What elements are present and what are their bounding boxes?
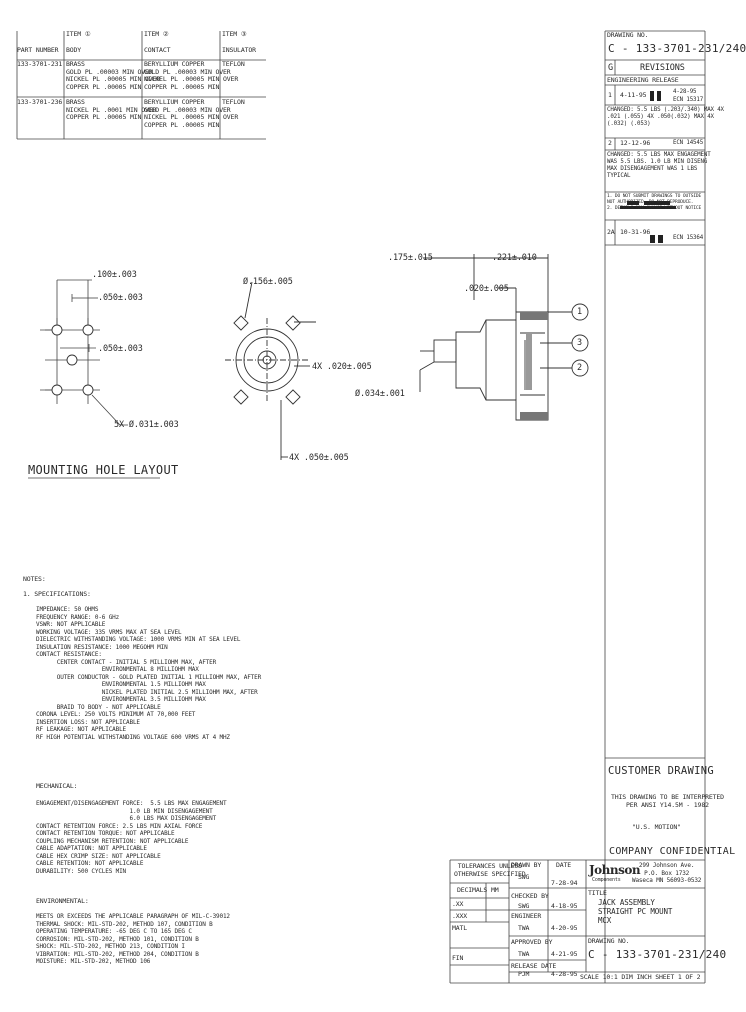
header-insulator: INSULATOR [222, 46, 256, 54]
rev2-note: 1. DO NOT SUBMIT DRAWINGS TO OUTSIDE NOT… [607, 194, 702, 211]
callout-2: 2 [577, 363, 582, 373]
row2-part-number: 133-3701-236 [17, 98, 63, 106]
dim-020: 4X .020±.005 [312, 362, 372, 372]
electrical-specs: IMPEDANCE: 50 OHMS FREQUENCY RANGE: 0-6 … [36, 606, 262, 741]
rev1-description: CHANGED: 5.5 LBS (.203/.340) MAX 4X .021… [607, 107, 724, 127]
customer-drawing: CUSTOMER DRAWING [608, 765, 714, 777]
dim-031: 5X Ø.031±.003 [114, 420, 179, 430]
approved-by: TWA [518, 950, 530, 958]
dim-020b: .020±.005 [464, 284, 509, 294]
callout-3: 3 [577, 338, 582, 348]
rev1-number: 1 [608, 91, 612, 99]
rev1-date: 4-11-95 [620, 91, 647, 99]
interpret-note: THIS DRAWING TO BE INTERPRETED PER ANSI … [611, 793, 724, 809]
revisions-heading: REVISIONS [640, 63, 685, 73]
notes-heading: NOTES: [23, 575, 46, 583]
rev3-date: 10-31-96 [620, 228, 651, 236]
release-by: PJM [518, 970, 530, 978]
scale-line: SCALE 10:1 DIM INCH SHEET 1 OF 2 [580, 973, 701, 981]
bottom-drawing-no-label: DRAWING NO. [588, 937, 630, 945]
dim-221: .221±.010 [492, 253, 537, 263]
decimals-label: DECIMALS [457, 886, 488, 894]
dim-100: .100±.003 [92, 270, 137, 280]
row1-body: BRASS GOLD PL .00003 MIN OVER NICKEL PL … [66, 60, 161, 91]
rev2-ecn: ECN 14545 [673, 140, 704, 146]
dim-175: .175±.015 [388, 253, 433, 263]
bottom-drawing-number: C - 133-3701-231/240 [588, 948, 727, 961]
rev1-side: 4-28-95 ECN 15317 [673, 89, 704, 103]
fin-label: FIN [452, 954, 464, 962]
dim-050a: .050±.003 [98, 293, 143, 303]
checked-by: SWG [518, 902, 530, 910]
header-body-item: ITEM ① [66, 30, 91, 38]
dim-034: Ø.034±.001 [355, 389, 405, 399]
drawn-date-label: DATE [556, 861, 572, 869]
header-body: BODY [66, 46, 82, 54]
drawing-number: C - 133-3701-231/240 [608, 42, 746, 55]
dim-156: Ø.156±.005 [243, 277, 293, 287]
checked-date: 4-18-95 [551, 902, 578, 910]
header-contact-item: ITEM ② [144, 30, 169, 38]
callout-1: 1 [577, 307, 582, 317]
header-contact: CONTACT [144, 46, 171, 54]
release-date-label: RELEASE DATE [511, 962, 557, 970]
engineering-release: ENGINEERING RELEASE [607, 76, 679, 84]
xxx-label: .XXX [452, 912, 468, 920]
tolerances-label: TOLERANCES UNLESS OTHERWISE SPECIFIED [454, 862, 526, 878]
row1-contact: BERYLLIUM COPPER GOLD PL .00003 MIN OVER… [144, 60, 239, 91]
mounting-hole-layout-title: MOUNTING HOLE LAYOUT [28, 463, 179, 477]
xx-label: .XX [452, 900, 464, 908]
drawing-no-label: DRAWING NO. [607, 31, 649, 39]
mechanical-heading: MECHANICAL: [36, 782, 78, 790]
header-part-number: PART NUMBER [17, 46, 59, 54]
header-insulator-item: ITEM ③ [222, 30, 247, 38]
row2-contact: BERYLLIUM COPPER GOLD PL .00003 MIN OVER… [144, 98, 239, 129]
drawn-by: SWG [518, 873, 530, 881]
row1-insulator: TEFLON [222, 60, 245, 68]
mechanical-specs: ENGAGEMENT/DISENGAGEMENT FORCE: 5.5 LBS … [36, 800, 227, 875]
drawing-title: JACK ASSEMBLY STRAIGHT PC MOUNT MCX [598, 898, 673, 925]
row2-insulator: TEFLON [222, 98, 245, 106]
approved-by-label: APPROVED BY [511, 938, 553, 946]
drawn-date: 7-28-94 [551, 879, 578, 887]
revision-letter: G [608, 63, 613, 73]
environmental-heading: ENVIRONMENTAL: [36, 897, 89, 905]
rev3-number: 2A [607, 228, 615, 236]
rev3-ecn: ECN 15364 [673, 235, 704, 241]
company-confidential: COMPANY CONFIDENTIAL [609, 846, 736, 857]
company-sub: Components [592, 877, 621, 883]
engineer-label: ENGINEER [511, 912, 542, 920]
dim-050b: 4X .050±.005 [289, 453, 349, 463]
usm-note: "U.S. MOTION" [632, 823, 681, 831]
title-label: TITLE [588, 889, 607, 897]
company-logo: Johnson [589, 863, 641, 877]
mm-label: MM [491, 886, 499, 894]
row1-part-number: 133-3701-231 [17, 60, 63, 68]
release-date: 4-28-95 [551, 970, 578, 978]
approved-date: 4-21-95 [551, 950, 578, 958]
environmental-specs: MEETS OR EXCEEDS THE APPLICABLE PARAGRAP… [36, 913, 230, 965]
engineer-date: 4-20-95 [551, 924, 578, 932]
rev2-number: 2 [608, 139, 612, 147]
row2-body: BRASS NICKEL PL .0001 MIN OVER COPPER PL… [66, 98, 157, 122]
checked-by-label: CHECKED BY [511, 892, 549, 900]
company-address: 299 Johnson Ave. P.O. Box 1732 Waseca MN… [632, 862, 702, 885]
engineer-by: TWA [518, 924, 530, 932]
spec-heading: 1. SPECIFICATIONS: [23, 590, 91, 598]
matl-label: MATL [452, 924, 468, 932]
drawing-linework [16, 30, 706, 984]
drawn-by-label: DRAWN BY [511, 861, 542, 869]
rev2-description: CHANGED: 5.5 LBS MAX ENGAGEMENT WAS 5.5 … [607, 152, 711, 179]
dim-050c: .050±.003 [98, 344, 143, 354]
rev2-date: 12-12-96 [620, 139, 651, 147]
